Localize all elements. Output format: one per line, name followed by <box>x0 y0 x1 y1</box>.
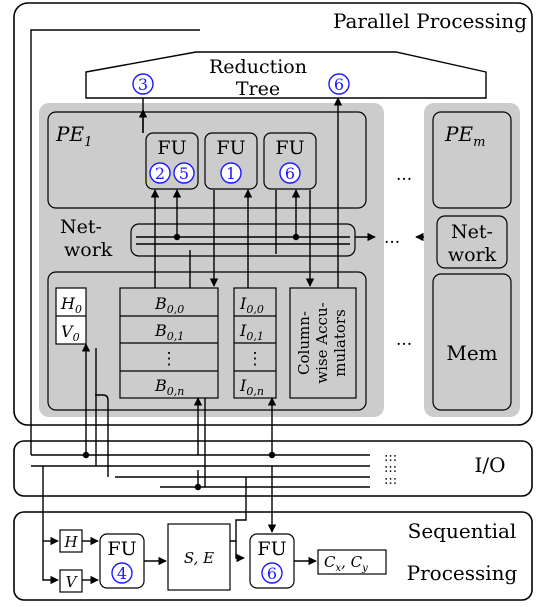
io-title: I/O <box>474 453 505 477</box>
cx-cy-output <box>317 549 387 575</box>
fu-6 <box>263 132 317 190</box>
accumulators-line1: Column- <box>295 311 313 375</box>
i-row-n: I0,n <box>239 376 264 398</box>
reduction-marker-6: 6 <box>334 75 344 94</box>
sequential-line1: Sequential <box>408 519 517 543</box>
fu-marker-6: 6 <box>285 164 295 183</box>
b-row-dots: ⋮ <box>161 349 178 369</box>
s-e-label: S, E <box>184 549 214 567</box>
reduction-tree-line2: Tree <box>236 78 280 100</box>
fu-6-sequential-label: FU <box>257 538 286 560</box>
fu-marker-4: 4 <box>117 564 127 583</box>
pe1-network-line1: Net- <box>60 216 102 238</box>
pem-network-line1: Net- <box>451 221 493 243</box>
h0-label: H0 <box>60 294 82 316</box>
pe1-network-line2: work <box>64 239 113 261</box>
pe1-label: PE1 <box>55 122 92 150</box>
pem-label: PEm <box>444 122 485 150</box>
column-wise-accumulators <box>289 287 357 399</box>
reduction-tree-line1: Reduction <box>209 56 307 78</box>
ellipsis-middle: ... <box>384 228 400 248</box>
io-ellipsis-2: ::: <box>384 461 397 476</box>
s-e-registers <box>167 523 231 591</box>
v-register <box>59 569 83 593</box>
sequential-line2: Processing <box>407 561 518 585</box>
v0-label: V0 <box>61 322 80 344</box>
accumulators-line2: wise Accu- <box>313 302 331 383</box>
v-register-label: V <box>66 573 79 591</box>
i-row-dots: ⋮ <box>247 349 264 369</box>
fu-4-label: FU <box>107 538 136 560</box>
fu-marker-6-sequential: 6 <box>267 564 277 583</box>
ellipsis-top: ... <box>396 165 412 185</box>
fu-2-5-label: FU <box>157 137 186 159</box>
h-register-label: H <box>63 533 78 551</box>
pem-network <box>436 215 508 269</box>
fu-marker-5: 5 <box>179 164 189 183</box>
io-section <box>13 440 533 497</box>
pem-memory-label: Mem <box>446 341 497 365</box>
reduction-tree <box>85 51 487 99</box>
io-ellipsis-1: ::: <box>384 450 397 465</box>
fu-marker-2: 2 <box>155 164 165 183</box>
pem-memory <box>432 273 512 411</box>
parallel-processing-title: Parallel Processing <box>333 9 527 33</box>
accumulators-line3: mulators <box>331 309 349 377</box>
pem-network-line2: work <box>448 244 497 266</box>
fu-1 <box>204 132 258 190</box>
pe1-network-bus <box>130 223 356 257</box>
ellipsis-bottom: ... <box>396 330 412 350</box>
cx-cy-label: Cx, Cy <box>324 553 368 574</box>
fu-marker-1: 1 <box>226 164 236 183</box>
i-row-0: I0,0 <box>239 294 264 316</box>
reduction-marker-3: 3 <box>138 75 148 94</box>
io-ellipsis-3: ::: <box>384 473 397 488</box>
pem-compute-area <box>432 111 512 209</box>
b-row-n: B0,n <box>154 376 184 398</box>
fu-1-label: FU <box>216 137 245 159</box>
i-row-1: I0,1 <box>239 321 264 343</box>
fu-6-label: FU <box>275 137 304 159</box>
b-row-1: B0,1 <box>154 321 184 343</box>
b-row-0: B0,0 <box>154 294 184 316</box>
